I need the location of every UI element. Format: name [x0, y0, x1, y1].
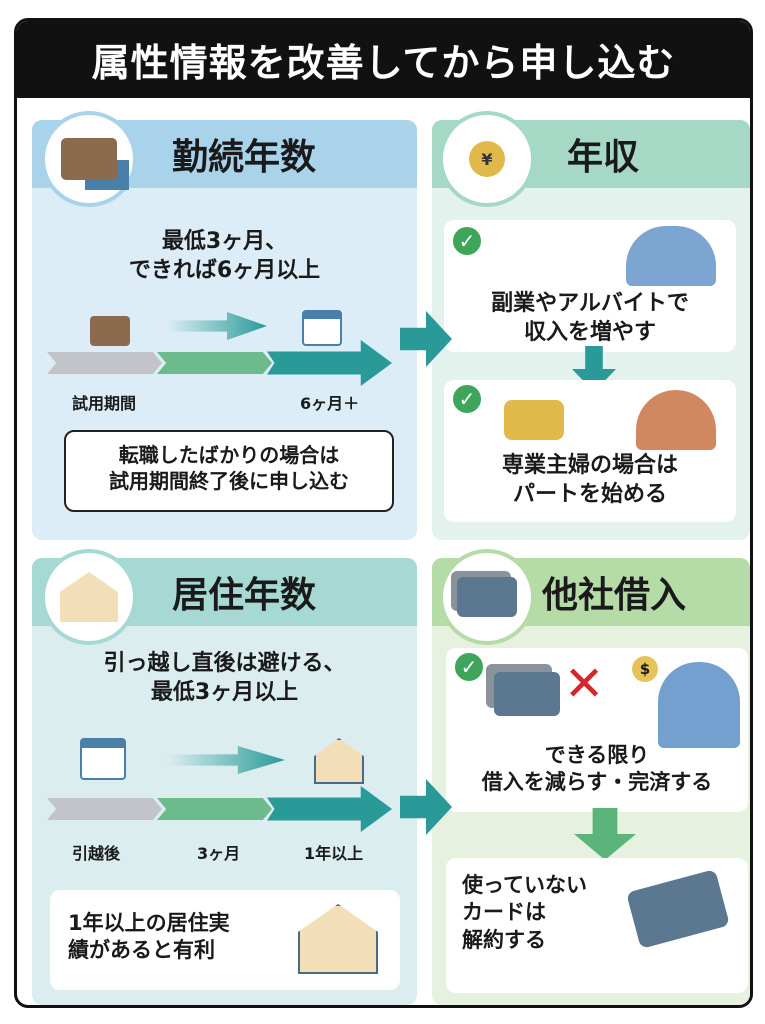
residence-main-text: 引っ越し直後は避ける、最低3ヶ月以上 — [103, 651, 346, 705]
debt-card-1: ✕ $ できる限り借入を減らす・完済する — [446, 648, 748, 812]
timeline-3months — [157, 798, 272, 820]
check-icon: ✓ — [452, 650, 486, 684]
arrow-right-icon — [167, 312, 267, 340]
yen-growth-icon: ¥ — [469, 141, 505, 177]
income-icon-circle: ¥ — [439, 111, 535, 207]
briefcase-icon — [90, 316, 130, 346]
person-laptop-icon — [626, 226, 716, 286]
speech-bubble: 転職したばかりの場合は試用期間終了後に申し込む — [64, 430, 394, 512]
label-moved: 引越後 — [72, 844, 121, 863]
debt-icon-circle — [439, 549, 535, 645]
timeline-mid — [157, 352, 272, 374]
dollar-icon: $ — [632, 656, 658, 682]
calendar-icon — [80, 738, 126, 780]
infographic-frame: 属性情報を改善してから申し込む 勤続年数 最低3ヶ月、できれば6ヶ月以上 試用期… — [14, 18, 753, 1008]
page-title: 属性情報を改善してから申し込む — [17, 21, 750, 98]
arrow-down-icon — [574, 808, 636, 860]
residence-card: 1年以上の居住実績があると有利 — [50, 890, 400, 990]
arrow-right-icon — [167, 746, 285, 774]
person-laptop-icon — [658, 662, 740, 748]
panel-tenure: 勤続年数 最低3ヶ月、できれば6ヶ月以上 試用期間 6ヶ月＋ 転職したばかりの場… — [32, 120, 417, 540]
tenure-icon-circle — [41, 111, 137, 207]
debt-card-2: 使っていないカードは解約する — [446, 858, 748, 993]
house-calendar-icon — [298, 904, 378, 974]
card-scissors-icon — [626, 869, 730, 949]
calendar-icon — [302, 310, 342, 346]
label-6months: 6ヶ月＋ — [300, 394, 360, 413]
tenure-main-text: 最低3ヶ月、できれば6ヶ月以上 — [128, 229, 321, 283]
house-calendar-icon — [60, 572, 118, 622]
house-icon — [314, 738, 364, 784]
credit-card-icon — [457, 577, 517, 617]
income-card-2: 専業主婦の場合はパートを始める — [444, 380, 736, 522]
check-icon: ✓ — [450, 224, 484, 258]
label-trial: 試用期間 — [72, 394, 137, 413]
label-3months: 3ヶ月 — [197, 844, 241, 863]
timeline-arrow — [267, 786, 392, 832]
credit-cards-icon — [494, 672, 560, 716]
residence-icon-circle — [41, 549, 137, 645]
timeline-moved — [47, 798, 162, 820]
briefcase-calendar-icon — [61, 138, 117, 180]
coins-growth-icon — [504, 400, 564, 440]
label-1year: 1年以上 — [304, 844, 364, 863]
income-card-1: 副業やアルバイトで収入を増やす — [444, 220, 736, 352]
timeline-trial — [47, 352, 162, 374]
panel-income: 年収 副業やアルバイトで収入を増やす ✓ 専業主婦の場合はパートを始める ✓ — [432, 120, 750, 540]
cross-icon: ✕ — [564, 656, 605, 712]
person-register-icon — [636, 390, 716, 450]
timeline-arrow — [267, 340, 392, 386]
check-icon: ✓ — [450, 382, 484, 416]
